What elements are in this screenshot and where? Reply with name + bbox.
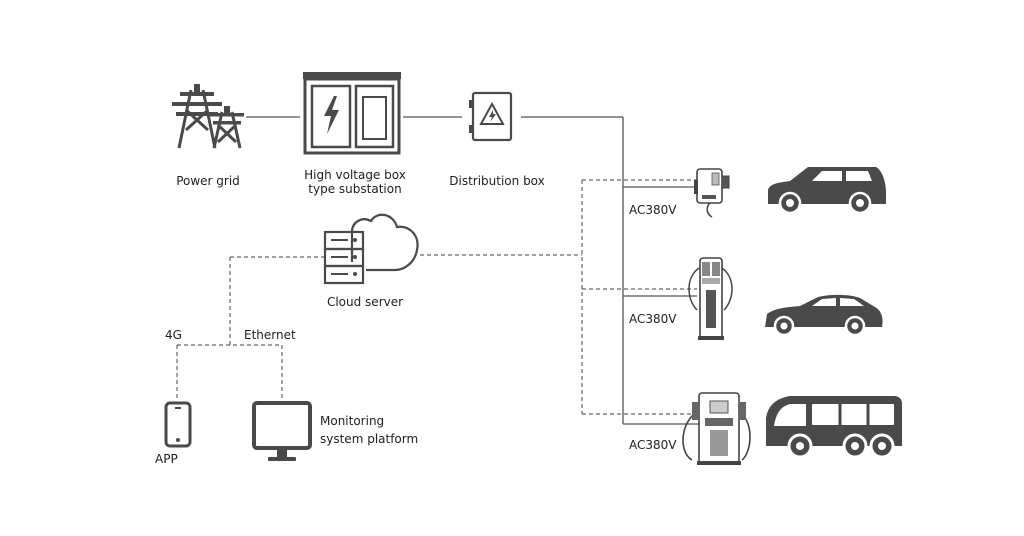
voltage-label-1: AC380V	[629, 203, 677, 217]
substation-label-line2: type substation	[308, 182, 402, 196]
voltage-label-3: AC380V	[629, 438, 677, 452]
data-lines	[176, 179, 697, 415]
transmission-tower-icon	[172, 84, 244, 149]
dual-pillar-charger-icon	[688, 257, 733, 340]
cloud-server-label: Cloud server	[326, 295, 404, 309]
wallbox-charger-icon	[694, 168, 730, 218]
distribution-box-icon	[469, 91, 513, 142]
cloud-server-icon	[323, 213, 419, 285]
sedan-icon	[765, 294, 883, 337]
network-4g-label: 4G	[165, 328, 182, 342]
smartphone-icon	[164, 401, 192, 448]
monitor-icon	[252, 401, 312, 461]
distribution-box-label: Distribution box	[449, 174, 545, 188]
power-lines	[246, 116, 700, 425]
bus-icon	[766, 396, 902, 459]
substation-cabinet-icon	[303, 72, 401, 155]
substation-label: High voltage box type substation	[304, 168, 406, 196]
suv-icon	[768, 167, 886, 215]
monitoring-label-line1: Monitoring	[320, 414, 385, 428]
monitoring-label-line2: system platform	[320, 432, 419, 446]
voltage-label-2: AC380V	[629, 312, 677, 326]
substation-label-line1: High voltage box	[304, 168, 406, 182]
dc-fast-charger-icon	[682, 392, 751, 465]
power-grid-label: Power grid	[176, 174, 240, 188]
app-label: APP	[155, 452, 178, 466]
monitoring-label: Monitoring system platform	[320, 414, 418, 446]
network-ethernet-label: Ethernet	[244, 328, 296, 342]
